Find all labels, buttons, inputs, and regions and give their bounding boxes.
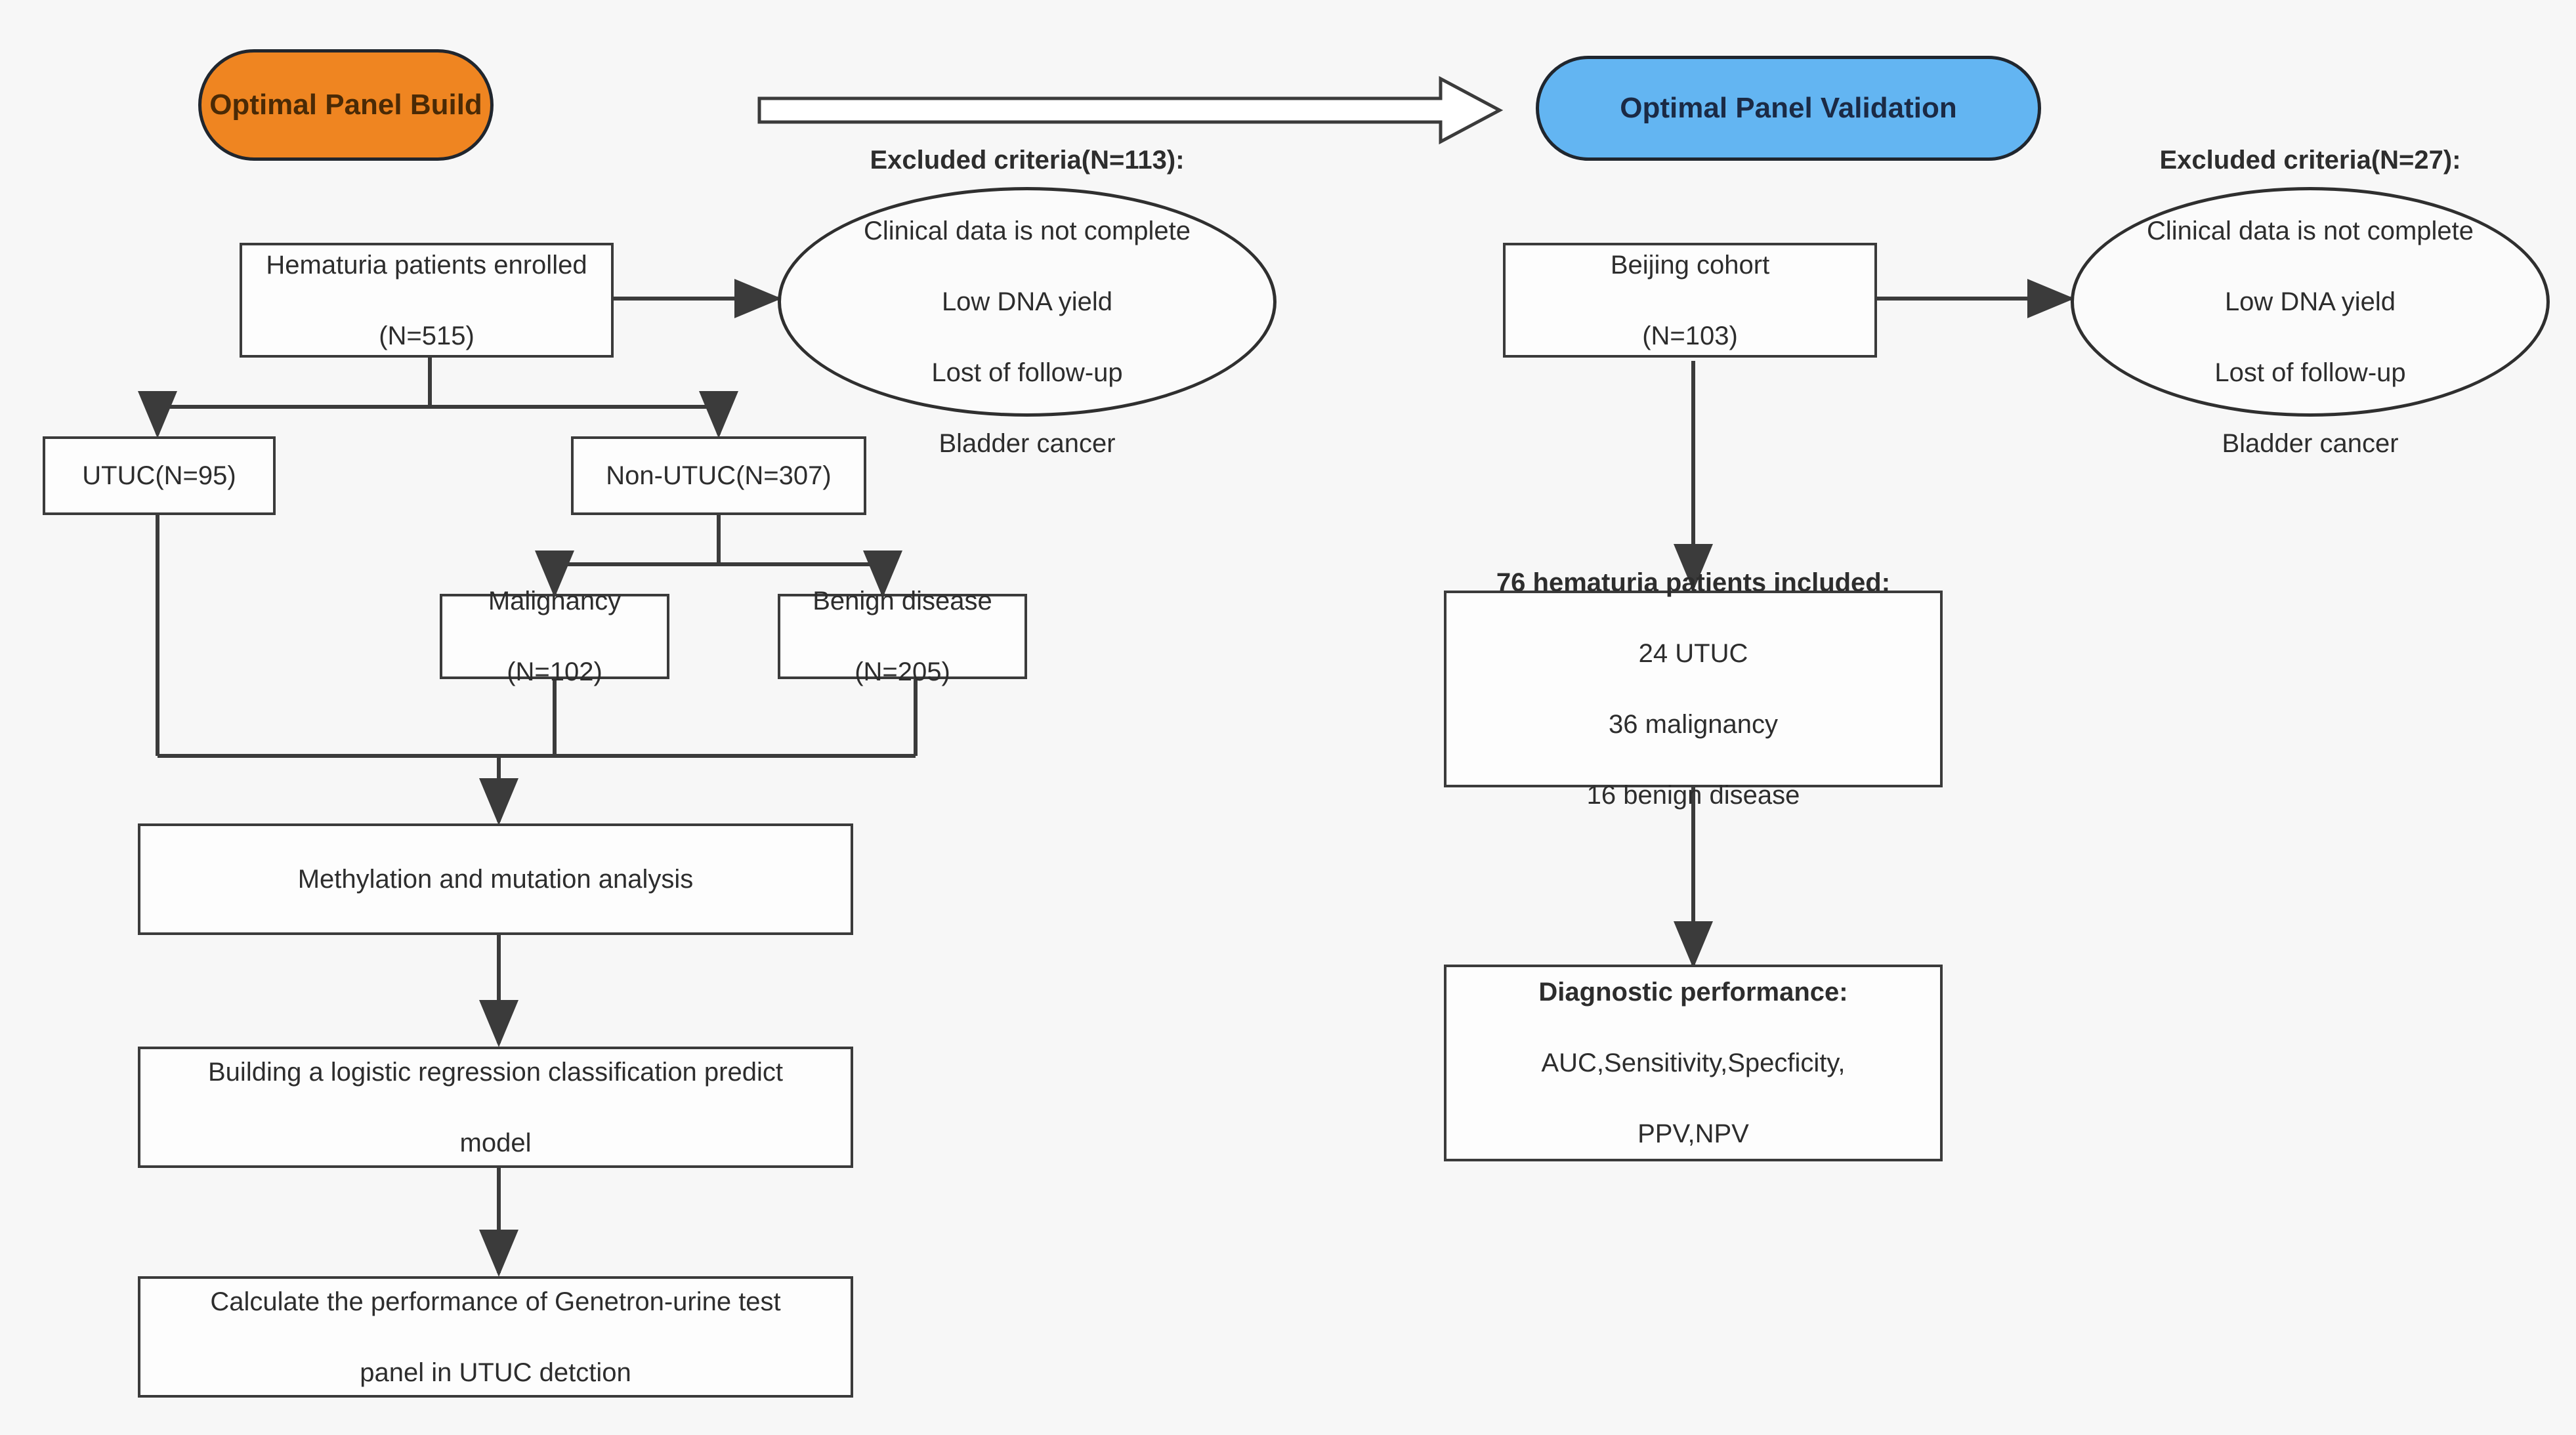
benign-line-2: (N=205) [855,657,950,686]
enrolled-line-2: (N=515) [379,321,475,350]
excluded-left-item-3: Bladder cancer [939,429,1116,458]
excluded-right-item-0: Clinical data is not complete [2146,217,2474,245]
included-item-2: 16 benign disease [1586,781,1800,810]
excluded-right-item-1: Low DNA yield [2224,287,2396,316]
node-hematuria-patients-enrolled: Hematuria patients enrolled (N=515) [240,243,614,358]
node-excluded-criteria-left: Excluded criteria(N=113): Clinical data … [778,146,1277,458]
node-diagnostic-performance: Diagnostic performance: AUC,Sensitivity,… [1444,965,1943,1161]
node-utuc: UTUC(N=95) [43,436,276,515]
benign-line-1: Benign disease [813,587,992,615]
diagnostic-lead: Diagnostic performance: [1538,978,1848,1007]
cohort-line-2: (N=103) [1642,321,1738,350]
excluded-left-lead: Excluded criteria(N=113): [870,146,1185,175]
malignancy-line-2: (N=102) [507,657,602,686]
enrolled-line-1: Hematuria patients enrolled [266,250,587,280]
excluded-left-item-0: Clinical data is not complete [863,217,1191,245]
node-beijing-cohort: Beijing cohort (N=103) [1503,243,1877,358]
model-line-2: model [459,1128,532,1157]
excluded-left-item-2: Lost of follow-up [931,358,1123,387]
model-line-1: Building a logistic regression classific… [208,1057,783,1087]
node-methylation-mutation-analysis: Methylation and mutation analysis [138,823,853,935]
node-benign-disease: Benign disease (N=205) [778,587,1027,686]
node-logistic-regression-model: Building a logistic regression classific… [138,1047,853,1168]
excluded-left-item-1: Low DNA yield [941,287,1113,316]
excluded-right-item-2: Lost of follow-up [2214,358,2406,387]
performance-line-1: Calculate the performance of Genetron-ur… [210,1287,781,1316]
header-optimal-panel-build[interactable]: Optimal Panel Build [198,49,494,161]
diagnostic-item-1: PPV,NPV [1637,1119,1749,1148]
node-calculate-performance: Calculate the performance of Genetron-ur… [138,1276,853,1398]
diagnostic-item-0: AUC,Sensitivity,Specficity, [1541,1049,1846,1077]
performance-line-2: panel in UTUC detction [360,1358,631,1387]
excluded-right-item-3: Bladder cancer [2222,429,2399,458]
included-item-1: 36 malignancy [1609,710,1778,739]
node-excluded-criteria-right: Excluded criteria(N=27): Clinical data i… [2071,146,2550,458]
included-lead: 76 hematuria patients included: [1496,568,1891,597]
malignancy-line-1: Malignancy [488,587,622,615]
cohort-line-1: Beijing cohort [1610,250,1770,280]
node-malignancy: Malignancy (N=102) [440,587,669,686]
header-optimal-panel-validation[interactable]: Optimal Panel Validation [1536,56,2041,161]
included-item-0: 24 UTUC [1638,639,1748,668]
node-hematuria-patients-included: 76 hematuria patients included: 24 UTUC … [1444,568,1943,810]
excluded-right-lead: Excluded criteria(N=27): [2159,146,2461,175]
node-non-utuc: Non-UTUC(N=307) [571,436,866,515]
